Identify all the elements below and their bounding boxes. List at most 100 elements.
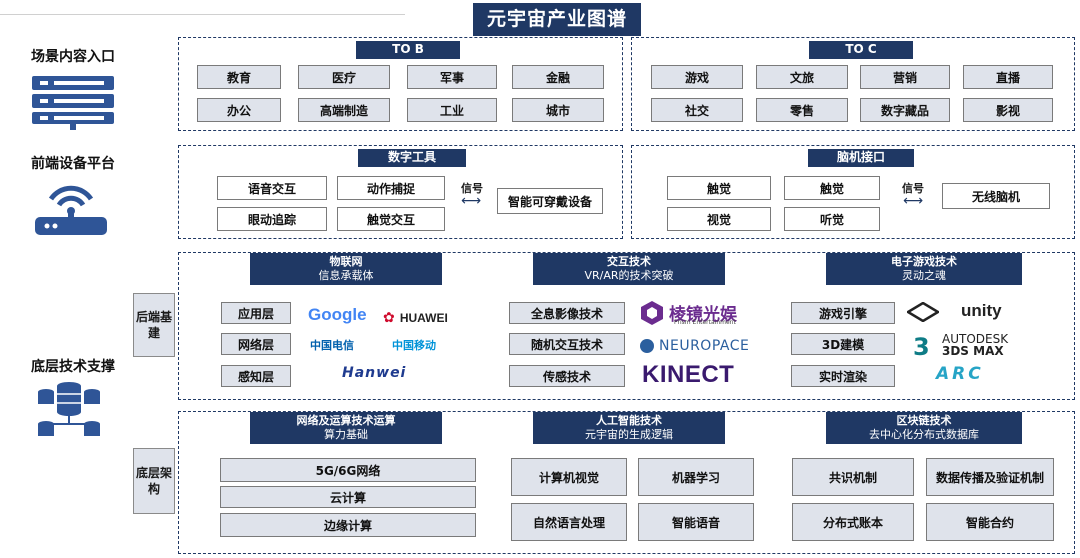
digital-tool-item: 触觉交互 [337, 207, 445, 231]
ai-item: 自然语言处理 [511, 503, 627, 541]
tob-panel [178, 37, 623, 131]
tob-item: 高端制造 [298, 98, 390, 122]
bidirectional-arrow-icon: ⟷ [902, 193, 924, 209]
network-subtitle: 算力基础 [324, 428, 368, 441]
3ds-max-logo-icon: 3 [913, 333, 930, 361]
toc-item: 影视 [963, 98, 1053, 122]
prism-logo-subtitle: Prism Entertainment [674, 319, 736, 326]
toc-item: 文旅 [756, 65, 848, 89]
iot-layer: 应用层 [221, 302, 291, 324]
blockchain-item: 分布式账本 [792, 503, 914, 541]
tob-item: 城市 [512, 98, 604, 122]
database-network-icon [38, 382, 100, 436]
blockchain-item: 共识机制 [792, 458, 914, 496]
iot-title: 物联网 [329, 255, 363, 268]
neuropace-logo-icon [640, 339, 654, 353]
ai-title: 人工智能技术 [596, 414, 662, 427]
toc-item: 社交 [651, 98, 743, 122]
google-logo: Google [308, 305, 367, 324]
wireless-bci-box: 无线脑机 [942, 183, 1050, 209]
ai-header: 人工智能技术 元宇宙的生成逻辑 [533, 412, 725, 444]
network-title: 网络及运算技术运算 [296, 414, 396, 427]
toc-item: 数字藏品 [860, 98, 950, 122]
unity-logo: unity [961, 301, 1002, 320]
base-architecture-panel [178, 411, 1075, 554]
ai-item: 计算机视觉 [511, 458, 627, 496]
game-tech-header: 电子游戏技术 灵动之魂 [826, 253, 1022, 285]
base-tag: 底层架构 [133, 448, 175, 514]
tob-item: 办公 [197, 98, 281, 122]
digital-tool-item: 语音交互 [217, 176, 327, 200]
digital-tools-panel [178, 145, 623, 239]
bci-item: 视觉 [667, 207, 771, 231]
ai-item: 机器学习 [638, 458, 754, 496]
server-icon [32, 76, 114, 130]
toc-item: 营销 [860, 65, 950, 89]
iot-header: 物联网 信息承载体 [250, 253, 442, 285]
interaction-title: 交互技术 [607, 255, 651, 268]
network-item: 边缘计算 [220, 513, 476, 537]
autodesk-logo: AUTODESK [942, 332, 1009, 346]
toc-header: TO C [809, 41, 913, 59]
router-icon [35, 185, 107, 235]
interaction-item: 传感技术 [509, 365, 625, 387]
bci-header: 脑机接口 [808, 149, 914, 167]
blockchain-subtitle: 去中心化分布式数据库 [869, 428, 979, 441]
blockchain-item: 智能合约 [926, 503, 1054, 541]
toc-item: 直播 [963, 65, 1053, 89]
interaction-header: 交互技术 VR/AR的技术突破 [533, 253, 725, 285]
digital-tools-header: 数字工具 [358, 149, 466, 167]
digital-tool-item: 动作捕捉 [337, 176, 445, 200]
prism-logo-icon [641, 301, 663, 325]
tob-item: 金融 [512, 65, 604, 89]
backend-panel [178, 252, 1075, 400]
tob-item: 工业 [407, 98, 497, 122]
bci-item: 触觉 [667, 176, 771, 200]
huawei-flower-icon: ✿ [383, 310, 395, 326]
hanwei-logo: Hanwei [342, 365, 407, 381]
tob-item: 医疗 [298, 65, 390, 89]
toc-item: 零售 [756, 98, 848, 122]
interaction-item: 全息影像技术 [509, 302, 625, 324]
digital-tool-item: 眼动追踪 [217, 207, 327, 231]
frontend-device-label: 前端设备平台 [31, 156, 115, 172]
blockchain-header: 区块链技术 去中心化分布式数据库 [826, 412, 1022, 444]
backend-tag: 后端基建 [133, 293, 175, 357]
tob-header: TO B [356, 41, 460, 59]
title-divider [0, 14, 405, 15]
iot-layer: 网络层 [221, 333, 291, 355]
game-tech-item: 游戏引擎 [791, 302, 895, 324]
game-tech-item: 3D建模 [791, 333, 895, 355]
bidirectional-arrow-icon: ⟷ [460, 193, 482, 209]
network-header: 网络及运算技术运算 算力基础 [250, 412, 442, 444]
toc-item: 游戏 [651, 65, 743, 89]
game-tech-title: 电子游戏技术 [891, 255, 957, 268]
ai-item: 智能语音 [638, 503, 754, 541]
kinect-logo: KINECT [642, 361, 735, 388]
interaction-subtitle: VR/AR的技术突破 [584, 269, 674, 282]
tob-item: 军事 [407, 65, 497, 89]
game-tech-subtitle: 灵动之魂 [902, 269, 946, 282]
china-mobile-logo: 中国移动 [392, 339, 436, 352]
network-item: 云计算 [220, 486, 476, 508]
3ds-max-logo: 3DS MAX [942, 344, 1004, 358]
neuropace-logo: NEUROPACE [659, 338, 750, 354]
page-title: 元宇宙产业图谱 [473, 3, 641, 36]
bci-item: 触觉 [784, 176, 880, 200]
iot-subtitle: 信息承载体 [318, 269, 374, 282]
ai-subtitle: 元宇宙的生成逻辑 [585, 428, 673, 441]
china-telecom-logo: 中国电信 [310, 339, 354, 352]
network-item: 5G/6G网络 [220, 458, 476, 482]
game-tech-item: 实时渲染 [791, 365, 895, 387]
arc-logo: ARC [936, 364, 984, 384]
tob-item: 教育 [197, 65, 281, 89]
wearable-device-box: 智能可穿戴设备 [497, 188, 603, 214]
blockchain-item: 数据传播及验证机制 [926, 458, 1054, 496]
interaction-item: 随机交互技术 [509, 333, 625, 355]
huawei-logo: ✿ HUAWEI [383, 310, 448, 326]
infrastructure-label: 底层技术支撑 [31, 359, 115, 375]
signal-label: 信号 [902, 182, 924, 195]
iot-layer: 感知层 [221, 365, 291, 387]
unity-logo-icon [907, 302, 939, 322]
scene-entry-label: 场景内容入口 [31, 49, 115, 65]
